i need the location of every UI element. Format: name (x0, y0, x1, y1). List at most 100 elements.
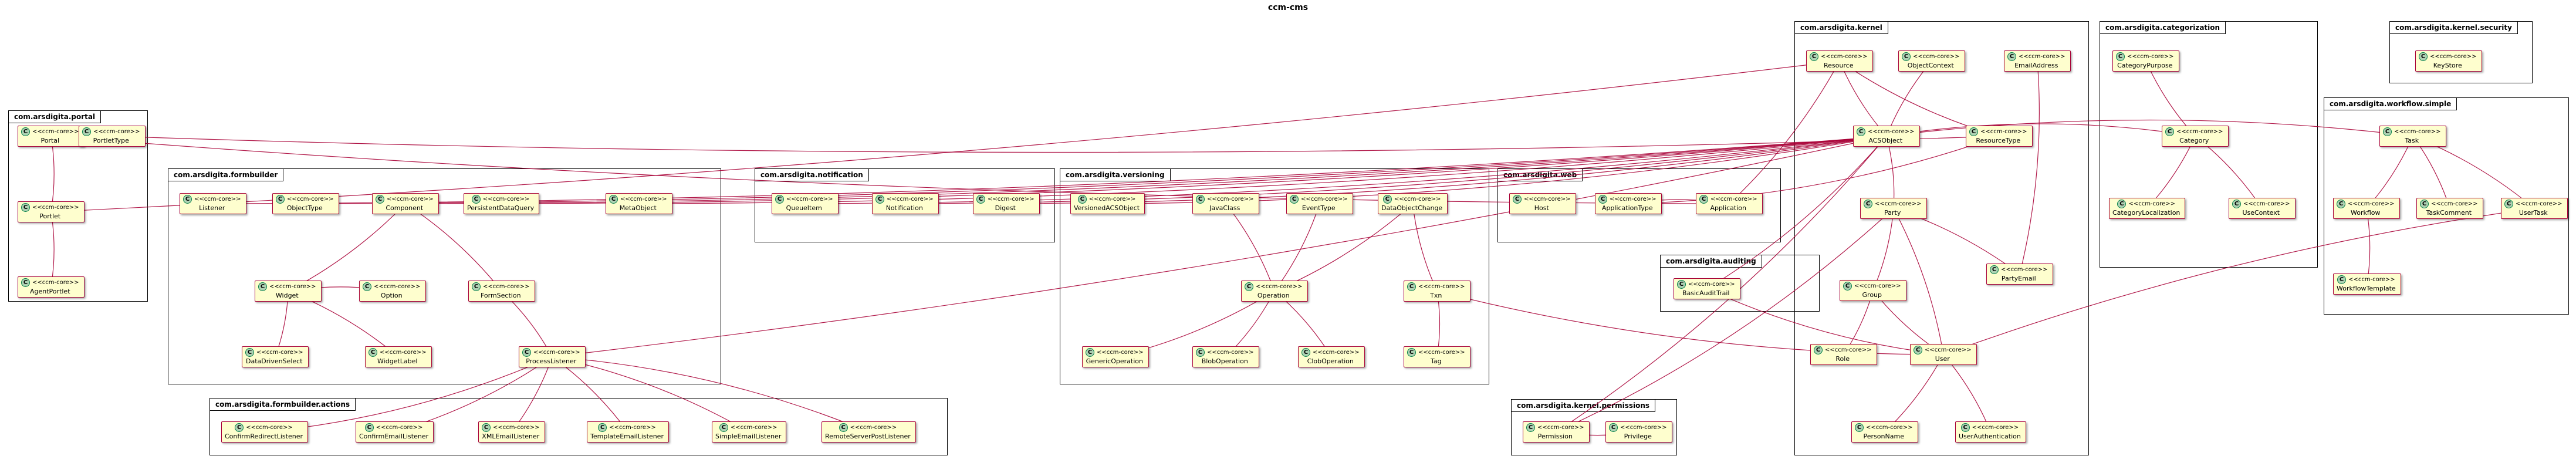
class-remoteserverpostlistener[interactable]: C<<ccm-core>>RemoteServerPostListener (822, 421, 916, 443)
class-circle-icon: C (1609, 423, 1618, 432)
class-name: ApplicationType (1601, 204, 1653, 212)
class-listener[interactable]: C<<ccm-core>>Listener (180, 193, 246, 214)
class-party[interactable]: C<<ccm-core>>Party (1860, 198, 1927, 219)
class-simpleemaillistener[interactable]: C<<ccm-core>>SimpleEmailListener (712, 421, 787, 443)
class-dataobjectchange[interactable]: C<<ccm-core>>DataObjectChange (1378, 193, 1448, 214)
class-javaclass[interactable]: C<<ccm-core>>JavaClass (1192, 193, 1259, 214)
class-confirmemaillistener[interactable]: C<<ccm-core>>ConfirmEmailListener (356, 421, 434, 443)
class-keystore[interactable]: C<<ccm-core>>KeyStore (2415, 50, 2482, 72)
class-stereotype: <<ccm-core>> (287, 196, 334, 202)
class-stereotype: <<ccm-core>> (2019, 53, 2065, 60)
class-circle-icon: C (2337, 275, 2347, 284)
class-group[interactable]: C<<ccm-core>>Group (1840, 280, 1906, 301)
class-name: UserTask (2518, 209, 2548, 217)
class-stereotype: <<ccm-core>> (269, 283, 316, 290)
class-usertask[interactable]: C<<ccm-core>>UserTask (2501, 198, 2568, 219)
class-genericoperation[interactable]: C<<ccm-core>>GenericOperation (1082, 346, 1149, 367)
class-workflowtemplate[interactable]: C<<ccm-core>>WorkflowTemplate (2333, 273, 2401, 295)
class-host[interactable]: C<<ccm-core>>Host (1509, 193, 1576, 214)
class-stereotype: <<ccm-core>> (2128, 201, 2175, 207)
class-name: Portal (40, 137, 60, 144)
class-portal[interactable]: C<<ccm-core>>Portal (18, 126, 84, 147)
class-txn[interactable]: C<<ccm-core>>Txn (1404, 281, 1470, 302)
class-privilege[interactable]: C<<ccm-core>>Privilege (1605, 421, 1672, 443)
class-cloboperation[interactable]: C<<ccm-core>>ClobOperation (1298, 346, 1365, 367)
class-stereotype: <<ccm-core>> (1925, 347, 1972, 353)
class-name: MetaObject (619, 204, 657, 212)
class-name: Application (1710, 204, 1746, 212)
class-persistentdataquery[interactable]: C<<ccm-core>>PersistentDataQuery (464, 193, 540, 214)
class-taskcomment[interactable]: C<<ccm-core>>TaskComment (2416, 198, 2483, 219)
class-categorylocalization[interactable]: C<<ccm-core>>CategoryLocalization (2109, 198, 2186, 219)
class-circle-icon: C (2117, 200, 2127, 208)
class-name: CategoryPurpose (2117, 62, 2173, 69)
class-category[interactable]: C<<ccm-core>>Category (2162, 126, 2229, 147)
class-stereotype: <<ccm-core>> (2394, 129, 2441, 135)
class-metaobject[interactable]: C<<ccm-core>>MetaObject (606, 193, 672, 214)
class-stereotype: <<ccm-core>> (730, 424, 777, 431)
class-notification[interactable]: C<<ccm-core>>Notification (872, 193, 939, 214)
class-queueitem[interactable]: C<<ccm-core>>QueueItem (772, 193, 839, 214)
package-label: com.arsdigita.formbuilder (168, 169, 284, 181)
class-objectcontext[interactable]: C<<ccm-core>>ObjectContext (1898, 50, 1965, 72)
class-resourcetype[interactable]: C<<ccm-core>>ResourceType (1966, 126, 2033, 147)
class-usecontext[interactable]: C<<ccm-core>>UseContext (2229, 198, 2296, 219)
class-datadrivenselect[interactable]: C<<ccm-core>>DataDrivenSelect (242, 346, 309, 367)
class-circle-icon: C (1914, 346, 1922, 354)
class-circle-icon: C (2007, 52, 2016, 61)
class-bloboperation[interactable]: C<<ccm-core>>BlobOperation (1192, 346, 1259, 367)
class-workflow[interactable]: C<<ccm-core>>Workflow (2333, 198, 2400, 219)
class-applicationtype[interactable]: C<<ccm-core>>ApplicationType (1595, 193, 1662, 214)
class-stereotype: <<ccm-core>> (387, 196, 434, 202)
class-name: XMLEmailListener (482, 433, 540, 440)
class-name: User (1935, 355, 1950, 363)
class-versionedacsobject[interactable]: C<<ccm-core>>VersionedACSObject (1070, 193, 1145, 214)
class-component[interactable]: C<<ccm-core>>Component (372, 193, 439, 214)
class-emailaddress[interactable]: C<<ccm-core>>EmailAddress (2004, 50, 2071, 72)
class-resource[interactable]: C<<ccm-core>>Resource (1806, 50, 1873, 72)
class-circle-icon: C (82, 127, 91, 136)
class-operation[interactable]: C<<ccm-core>>Operation (1241, 281, 1308, 302)
class-user[interactable]: C<<ccm-core>> User (1910, 344, 1977, 365)
class-xmlemaillistener[interactable]: C<<ccm-core>>XMLEmailListener (478, 421, 545, 443)
class-processlistener[interactable]: C<<ccm-core>>ProcessListener (519, 346, 586, 367)
class-option[interactable]: C<<ccm-core>>Option (359, 281, 426, 302)
class-objecttype[interactable]: C<<ccm-core>>ObjectType (272, 193, 339, 214)
class-name: ClobOperation (1307, 357, 1354, 365)
class-name: DataObjectChange (1381, 204, 1443, 212)
class-role[interactable]: C<<ccm-core>>Role (1810, 344, 1877, 365)
class-agentportlet[interactable]: C<<ccm-core>>AgentPortlet (18, 276, 84, 298)
class-name: WidgetLabel (377, 357, 418, 365)
class-permission[interactable]: C<<ccm-core>>Permission (1523, 421, 1590, 443)
class-task[interactable]: C<<ccm-core>>Task (2379, 126, 2446, 147)
class-circle-icon: C (719, 423, 728, 432)
class-templateemaillistener[interactable]: C<<ccm-core>>TemplateEmailListener (587, 421, 669, 443)
class-stereotype: <<ccm-core>> (1301, 196, 1348, 202)
class-name: AgentPortlet (30, 288, 70, 295)
class-portlettype[interactable]: C<<ccm-core>>PortletType (79, 126, 146, 147)
class-stereotype: <<ccm-core>> (1088, 196, 1136, 202)
class-digest[interactable]: C<<ccm-core>>Digest (973, 193, 1040, 214)
class-widgetlabel[interactable]: C<<ccm-core>>WidgetLabel (365, 346, 432, 367)
class-circle-icon: C (2383, 127, 2392, 136)
class-personname[interactable]: C<<ccm-core>>PersonName (1851, 421, 1918, 443)
class-categorypurpose[interactable]: C<<ccm-core>>CategoryPurpose (2112, 50, 2179, 72)
class-portlet[interactable]: C<<ccm-core>>Portlet (18, 201, 84, 222)
class-name: Digest (995, 204, 1016, 212)
class-application[interactable]: C<<ccm-core>>Application (1696, 193, 1763, 214)
class-acsobject[interactable]: C<<ccm-core>>ACSObject (1853, 126, 1920, 147)
class-tag[interactable]: C<<ccm-core>>Tag (1404, 346, 1470, 367)
class-basicaudittrail[interactable]: C<<ccm-core>>BasicAuditTrail (1674, 278, 1740, 299)
class-formsection[interactable]: C<<ccm-core>>FormSection (468, 281, 535, 302)
class-widget[interactable]: C<<ccm-core>>Widget (255, 281, 322, 302)
class-name: UserAuthentication (1959, 433, 2021, 440)
class-eventtype[interactable]: C<<ccm-core>>EventType (1286, 193, 1353, 214)
package-label: com.arsdigita.formbuilder.actions (210, 399, 356, 411)
class-partyemail[interactable]: C<<ccm-core>>PartyEmail (1986, 264, 2053, 285)
class-confirmredirectlistener[interactable]: C<<ccm-core>>ConfirmRedirectListener (221, 421, 308, 443)
class-circle-icon: C (1902, 52, 1911, 61)
class-circle-icon: C (1196, 348, 1205, 357)
class-userauthentication[interactable]: C<<ccm-core>>UserAuthentication (1955, 421, 2026, 443)
class-stereotype: <<ccm-core>> (482, 196, 530, 202)
